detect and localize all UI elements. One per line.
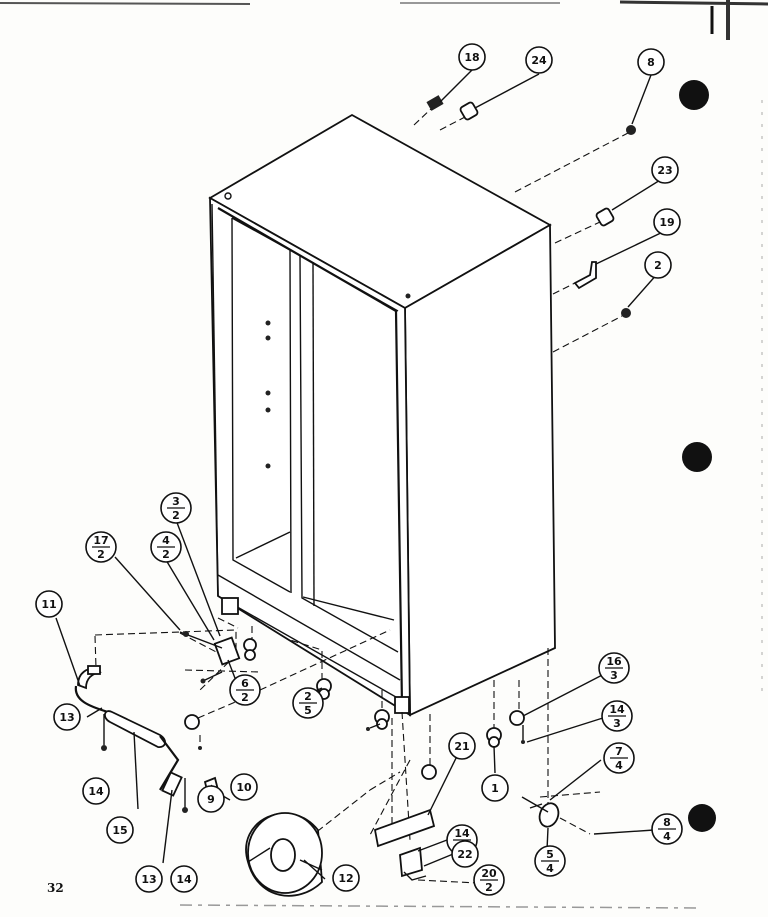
leveling-hardware [259, 629, 601, 884]
callout-circle [106, 816, 134, 844]
part-callout-4-2: 42 [150, 531, 182, 563]
callout-part-number: 12 [338, 872, 353, 885]
part-callout-8-4: 84 [651, 813, 683, 845]
callout-circle [332, 864, 360, 892]
part-callout-11: 11 [35, 590, 63, 618]
callout-circle [170, 865, 198, 893]
callout-part-number: 22 [457, 848, 472, 861]
callout-part-number: 8 [663, 816, 671, 829]
callout-circle [644, 251, 672, 279]
callout-part-number: 2 [654, 259, 662, 272]
part-callout-10: 10 [230, 773, 258, 801]
callout-part-number: 20 [481, 867, 497, 880]
part-callout-8: 8 [637, 48, 665, 76]
callout-circle [197, 785, 225, 813]
part-callout-15: 15 [106, 816, 134, 844]
binder-hole-icon [679, 80, 709, 110]
callout-quantity: 4 [615, 759, 623, 772]
part-callout-2-5: 25 [292, 687, 324, 719]
callout-part-number: 16 [606, 655, 622, 668]
part-callout-12: 12 [332, 864, 360, 892]
part-callout-19: 19 [653, 208, 681, 236]
part-callout-9: 9 [197, 785, 225, 813]
callout-quantity: 4 [546, 862, 554, 875]
callout-part-number: 18 [464, 51, 479, 64]
callout-circle [481, 774, 509, 802]
callout-quantity: 2 [97, 548, 105, 561]
callout-quantity: 5 [304, 704, 312, 717]
callout-part-number: 14 [454, 827, 470, 840]
part-callout-5-4: 54 [534, 845, 566, 877]
callout-part-number: 6 [241, 677, 249, 690]
part-callout-14b: 14 [170, 865, 198, 893]
callout-circle [651, 156, 679, 184]
part-callout-18: 18 [458, 43, 486, 71]
cabinet-shell [208, 113, 556, 717]
callout-circle [525, 46, 553, 74]
front-grille-roll [245, 771, 401, 897]
part-callout-22: 22 [451, 840, 479, 868]
part-callout-3-2: 32 [160, 492, 192, 524]
callout-part-number: 23 [657, 164, 672, 177]
callout-quantity: 2 [241, 691, 249, 704]
part-callout-17-2: 172 [85, 531, 117, 563]
part-callout-13b: 13 [135, 865, 163, 893]
part-callout-16-3: 163 [598, 652, 630, 684]
callout-part-number: 17 [93, 534, 108, 547]
callout-circle [458, 43, 486, 71]
callout-part-number: 5 [546, 848, 554, 861]
page-number: 32 [47, 881, 64, 895]
callout-part-number: 13 [141, 873, 156, 886]
callout-part-number: 9 [207, 793, 215, 806]
callout-circle [637, 48, 665, 76]
part-callout-2: 2 [644, 251, 672, 279]
part-callout-21: 21 [448, 732, 476, 760]
callout-part-number: 24 [531, 54, 547, 67]
callout-part-number: 2 [304, 690, 312, 703]
callout-circle [451, 840, 479, 868]
callout-circle [82, 777, 110, 805]
callout-quantity: 4 [663, 830, 671, 843]
callout-part-number: 11 [41, 598, 56, 611]
part-callout-24: 24 [525, 46, 553, 74]
callout-part-number: 15 [112, 824, 127, 837]
callout-part-number: 4 [162, 534, 170, 547]
part-callout-13a: 13 [53, 703, 81, 731]
callout-circle [230, 773, 258, 801]
callout-circle [35, 590, 63, 618]
callout-circle [653, 208, 681, 236]
binder-hole-icon [688, 804, 716, 832]
part-callout-6-2: 62 [229, 674, 261, 706]
callout-quantity: 2 [172, 509, 180, 522]
callout-circle [448, 732, 476, 760]
part-callout-1: 1 [481, 774, 509, 802]
callout-circle [135, 865, 163, 893]
part-callout-20-2: 202 [473, 864, 505, 896]
part-callout-14-3: 143 [601, 700, 633, 732]
callout-part-number: 10 [236, 781, 252, 794]
part-callout-7-4: 74 [603, 742, 635, 774]
callout-part-number: 13 [59, 711, 74, 724]
callout-quantity: 3 [610, 669, 618, 682]
part-callout-14a: 14 [82, 777, 110, 805]
callout-part-number: 21 [454, 740, 469, 753]
callout-circle [53, 703, 81, 731]
callout-part-number: 7 [615, 745, 623, 758]
callout-part-number: 1 [491, 782, 499, 795]
binder-hole-icon [682, 442, 712, 472]
callout-part-number: 8 [647, 56, 655, 69]
callout-part-number: 14 [88, 785, 104, 798]
part-callout-23: 23 [651, 156, 679, 184]
callout-part-number: 14 [176, 873, 192, 886]
callout-quantity: 2 [485, 881, 493, 894]
callout-part-number: 14 [609, 703, 625, 716]
callout-quantity: 2 [162, 548, 170, 561]
callout-quantity: 3 [613, 717, 621, 730]
callout-part-number: 3 [172, 495, 180, 508]
callout-part-number: 19 [659, 216, 674, 229]
